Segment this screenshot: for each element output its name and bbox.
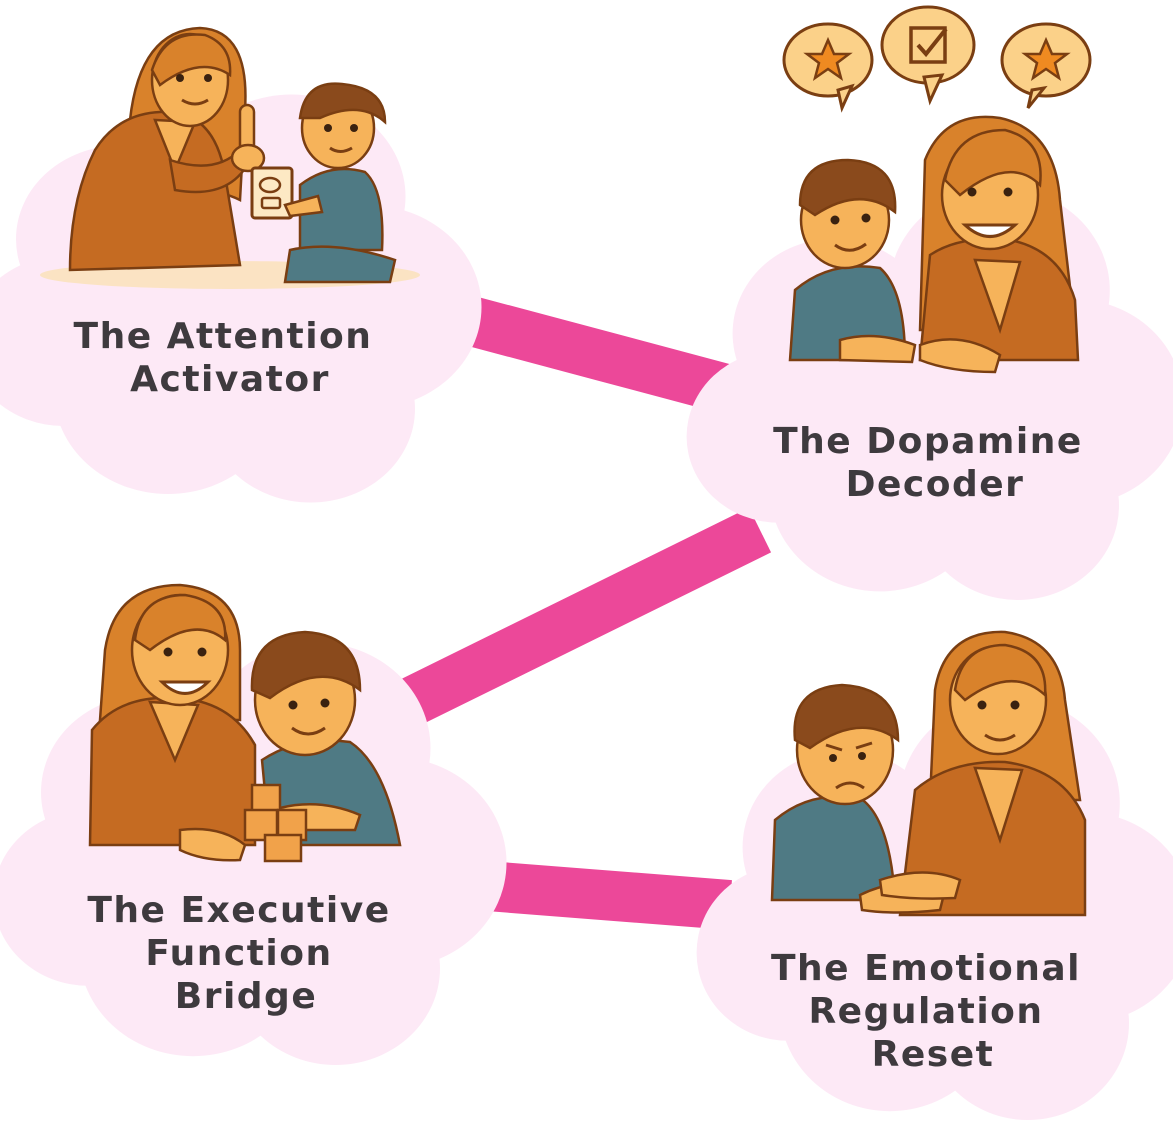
- label-line: The Executive: [87, 890, 390, 931]
- child-figure: [770, 683, 900, 902]
- illustration-attention: [40, 26, 420, 289]
- label-line: The Emotional: [771, 948, 1081, 989]
- star-icon: [1021, 36, 1071, 81]
- speech-bubble-star-right: [1000, 22, 1092, 109]
- illustration-executive: [88, 583, 402, 863]
- label-line: Activator: [130, 359, 330, 400]
- label-emotional: The Emotional Regulation Reset: [771, 948, 1095, 1075]
- reward-bubbles: [782, 5, 1092, 113]
- toy-blocks: [243, 783, 308, 863]
- teacher-figure: [88, 583, 257, 862]
- label-line: The Dopamine: [773, 421, 1083, 462]
- teacher-figure: [68, 26, 266, 272]
- illustration-emotional: [770, 630, 1087, 917]
- checkbox-icon: [909, 26, 948, 64]
- child-figure: [283, 82, 397, 284]
- label-executive: The Executive Function Bridge: [87, 890, 404, 1017]
- label-attention: The Attention Activator: [74, 316, 387, 400]
- comforting-hands: [858, 871, 962, 914]
- label-dopamine: The Dopamine Decoder: [773, 421, 1097, 505]
- label-line: Regulation: [808, 991, 1043, 1032]
- teacher-figure: [918, 115, 1080, 374]
- speech-bubble-checkbox: [880, 5, 976, 106]
- speech-bubble-star-left: [782, 22, 874, 113]
- connector-executive-dopamine: [393, 507, 772, 728]
- illustration-dopamine: [788, 115, 1080, 374]
- label-line: Decoder: [846, 464, 1025, 505]
- picture-card: [250, 166, 294, 220]
- star-icon: [803, 36, 853, 81]
- label-line: Function: [145, 933, 332, 974]
- label-line: Bridge: [175, 976, 318, 1017]
- label-line: The Attention: [74, 316, 373, 357]
- child-figure: [788, 158, 917, 364]
- label-line: Reset: [872, 1034, 995, 1075]
